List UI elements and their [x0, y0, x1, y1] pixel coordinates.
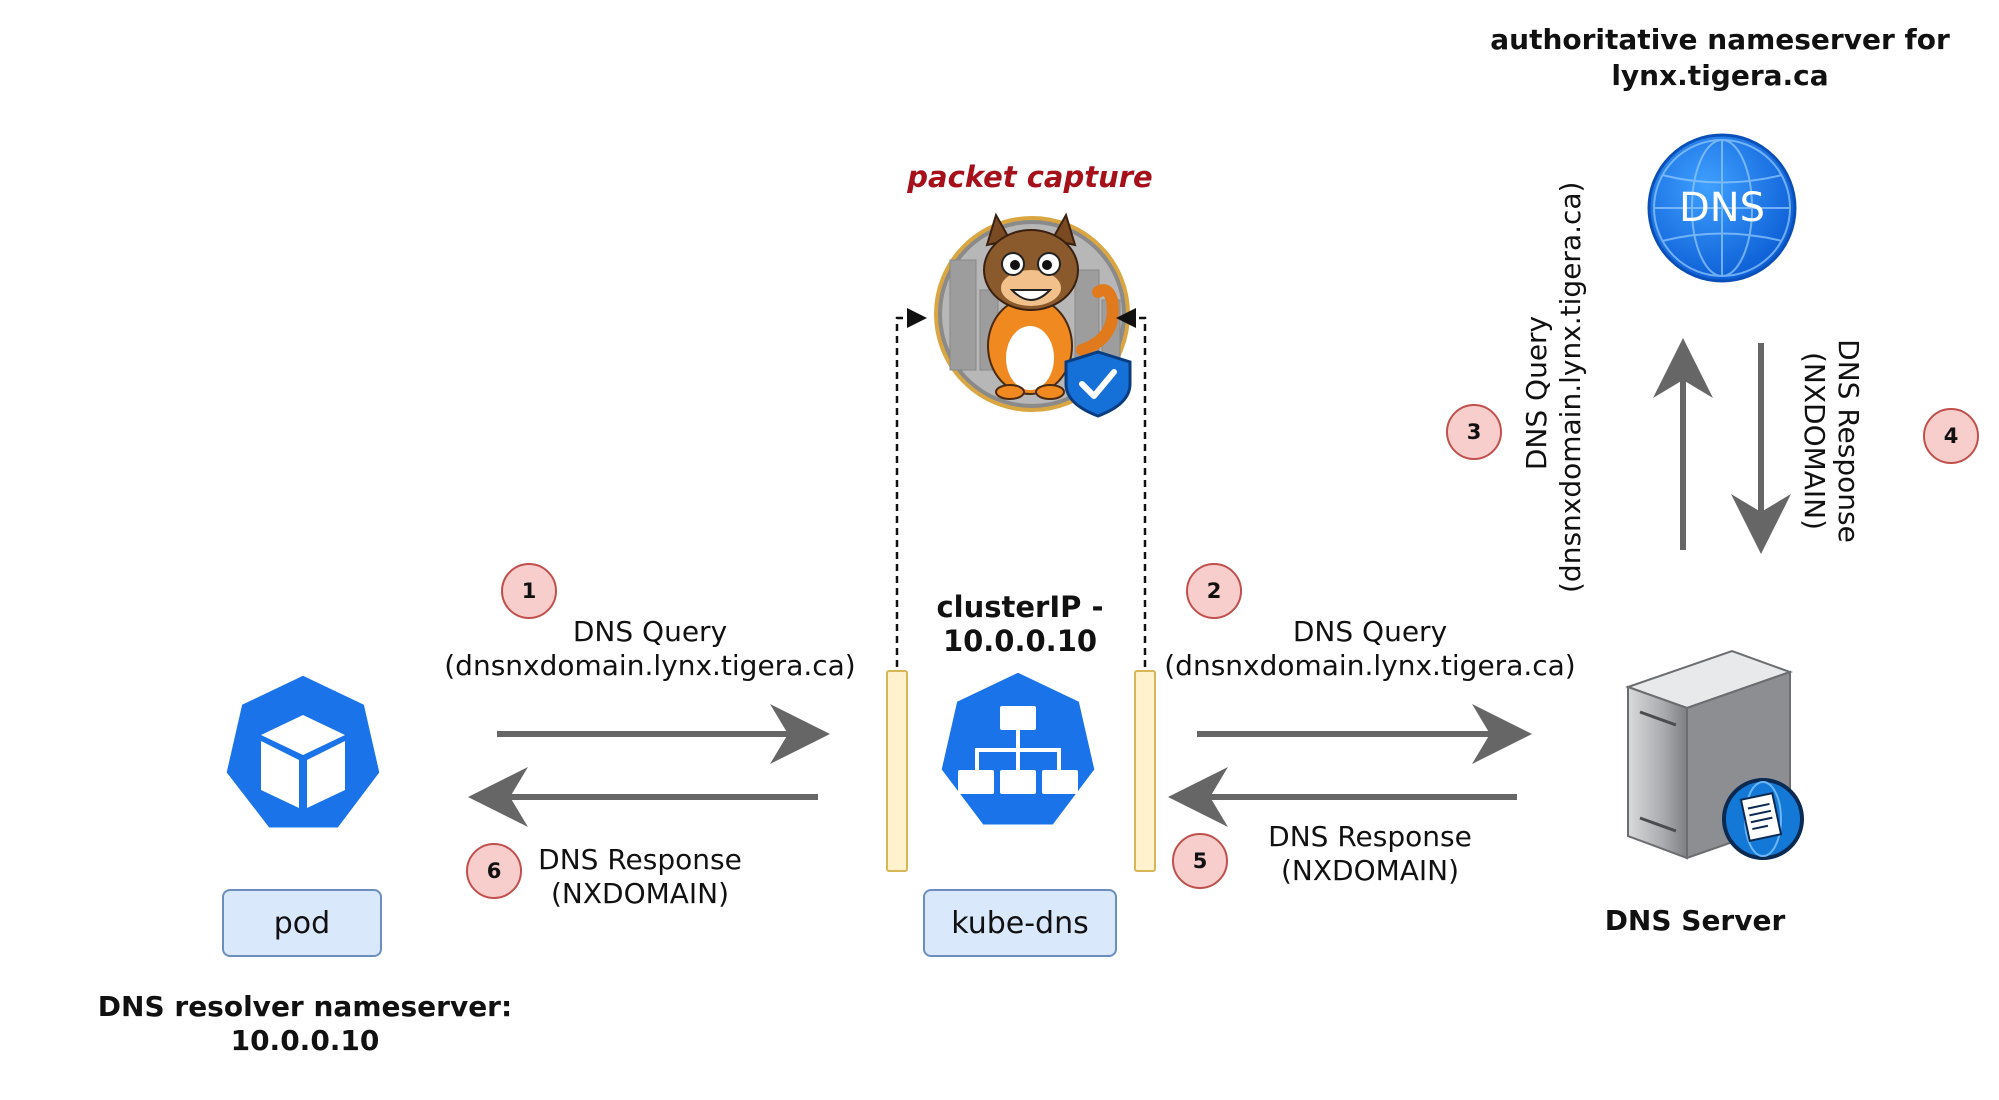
step-badge-5: 5	[1172, 833, 1228, 889]
step-3-label: DNS Query (dnsnxdomain.lynx.tigera.ca)	[1520, 181, 1590, 593]
dns-server-icon	[1624, 649, 1804, 860]
cube-icon	[261, 715, 345, 808]
step-2-line1: DNS Query	[1292, 615, 1448, 648]
dns-resolver-label: DNS resolver nameserver: 10.0.0.10	[80, 990, 530, 1058]
step-6-line1: DNS Response	[538, 843, 742, 876]
cluster-ip-label: clusterIP - 10.0.0.10	[890, 590, 1150, 658]
step-5-line2: (NXDOMAIN)	[1280, 854, 1460, 887]
cluster-ip-line1: clusterIP -	[936, 590, 1104, 624]
step-4-label: DNS Response (NXDOMAIN)	[1795, 311, 1865, 571]
step-badge-1: 1	[501, 563, 557, 619]
step-2-label: DNS Query (dnsnxdomain.lynx.tigera.ca)	[1150, 615, 1590, 683]
capture-mirror-lines	[895, 308, 1147, 667]
dns-globe-text: DNS	[1678, 185, 1766, 231]
step-2-line2: (dnsnxdomain.lynx.tigera.ca)	[1164, 649, 1576, 682]
capture-point-left	[886, 670, 908, 872]
step-4-line2: (NXDOMAIN)	[1798, 351, 1831, 531]
pod-name-box: pod	[222, 889, 382, 957]
server-document-globe-icon	[1722, 778, 1804, 860]
cluster-ip-line2: 10.0.0.10	[942, 624, 1098, 658]
authoritative-nameserver-title: authoritative nameserver for lynx.tigera…	[1450, 22, 1990, 94]
dns-globe-icon	[1647, 133, 1797, 283]
dns-resolver-line1: DNS resolver nameserver:	[97, 990, 513, 1023]
flow-arrows	[468, 338, 1791, 827]
kube-dns-service-icon	[936, 667, 1100, 830]
dns-resolver-line2: 10.0.0.10	[230, 1024, 380, 1057]
pod-icon	[221, 670, 385, 833]
shield-check-icon	[1064, 350, 1132, 418]
step-1-line2: (dnsnxdomain.lynx.tigera.ca)	[444, 649, 856, 682]
authoritative-title-line1: authoritative nameserver for	[1490, 23, 1950, 56]
packet-capture-cat-icon	[934, 212, 1132, 418]
step-4-line1: DNS Response	[1832, 339, 1865, 543]
step-1-label: DNS Query (dnsnxdomain.lynx.tigera.ca)	[430, 615, 870, 683]
step-5-line1: DNS Response	[1268, 820, 1472, 853]
step-badge-3: 3	[1446, 404, 1502, 460]
step-5-label: DNS Response (NXDOMAIN)	[1230, 820, 1510, 888]
step-6-label: DNS Response (NXDOMAIN)	[520, 843, 760, 911]
step-badge-2: 2	[1186, 563, 1242, 619]
kube-dns-name-box: kube-dns	[923, 889, 1117, 957]
authoritative-title-line2: lynx.tigera.ca	[1611, 59, 1829, 92]
step-badge-4: 4	[1923, 408, 1979, 464]
dns-server-label: DNS Server	[1604, 904, 1786, 937]
step-3-line2: (dnsnxdomain.lynx.tigera.ca)	[1554, 181, 1587, 593]
step-badge-6: 6	[466, 843, 522, 899]
step-6-line2: (NXDOMAIN)	[550, 877, 730, 910]
packet-capture-label: packet capture	[907, 160, 1153, 194]
capture-point-right	[1134, 670, 1156, 872]
step-3-line1: DNS Query	[1520, 315, 1553, 471]
network-hierarchy-icon	[958, 706, 1078, 794]
step-1-line1: DNS Query	[572, 615, 728, 648]
